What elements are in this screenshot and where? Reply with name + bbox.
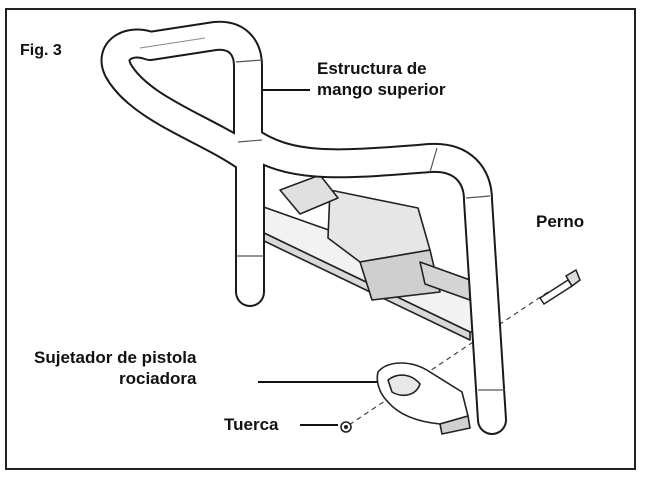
callout-spray-gun-holder-line1: Sujetador de pistola [34,348,197,367]
callout-upper-handle-frame: Estructura de mango superior [317,58,445,100]
callout-bolt: Perno [536,212,585,231]
bolt [538,268,581,306]
figure-label: Fig. 3 [20,42,62,59]
upper-handle-frame [100,20,507,435]
tray-bracket [257,174,489,341]
assembly-dashed-line [345,291,549,428]
callout-spray-gun-holder-line2: rociadora [119,369,197,388]
spray-gun-holder [376,362,471,435]
callout-nut: Tuerca [224,415,279,434]
nut [340,421,352,433]
callout-upper-handle-line2: mango superior [317,80,446,99]
callout-spray-gun-holder: Sujetador de pistola rociadora [34,347,196,389]
callout-upper-handle-line1: Estructura de [317,59,427,78]
